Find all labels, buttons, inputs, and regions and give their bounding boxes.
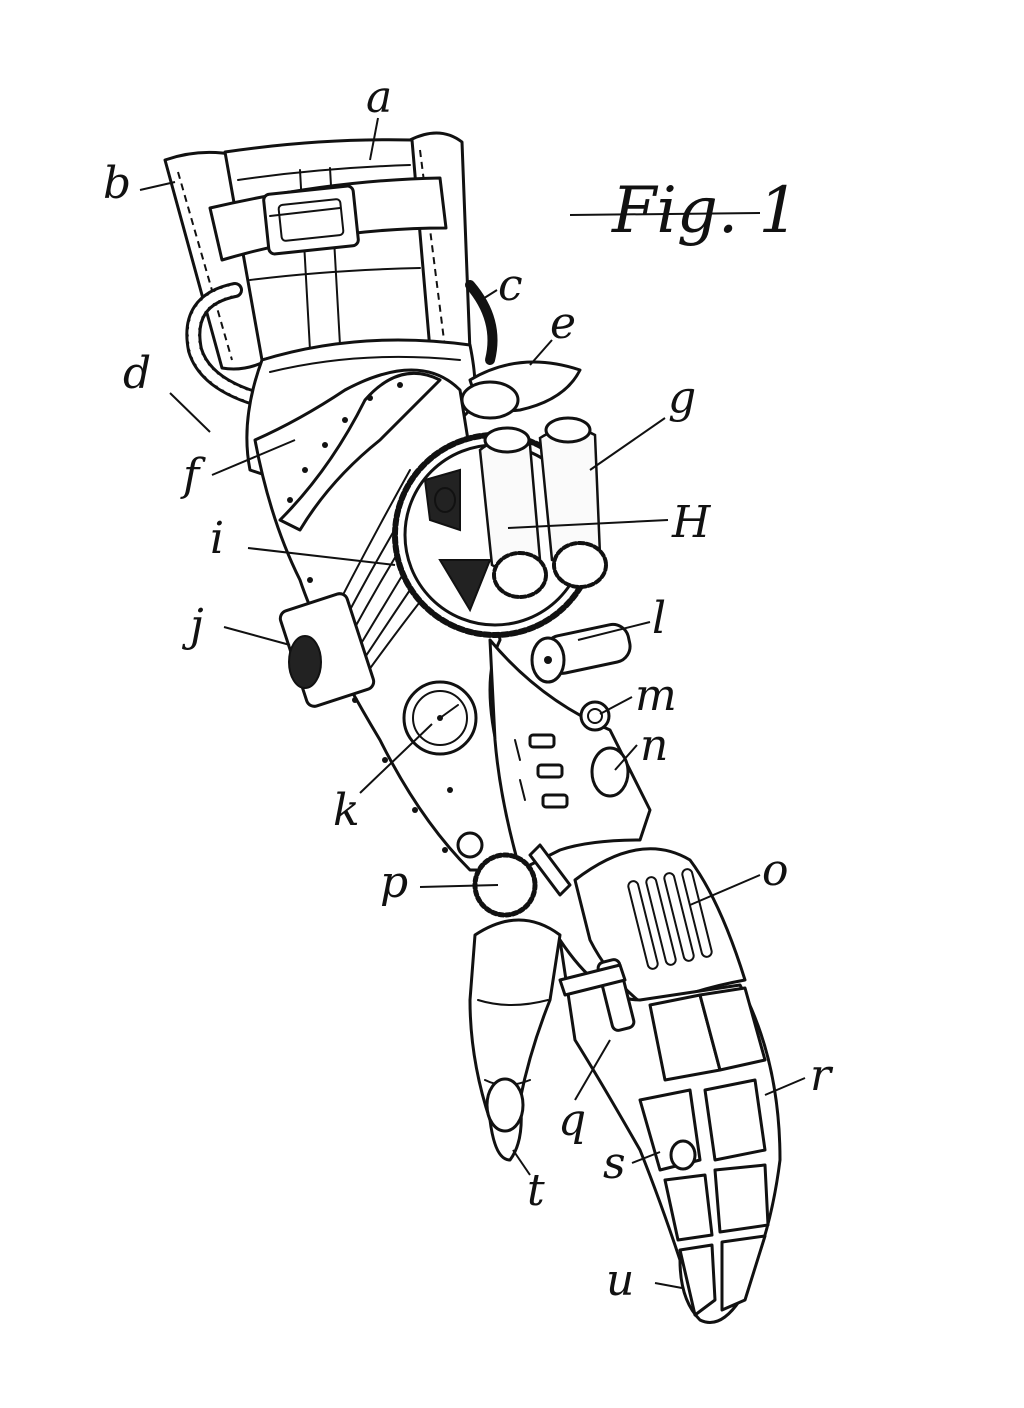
finger-segment-5 (663, 1173, 714, 1242)
label-a: a (366, 72, 392, 123)
figure-title: Fig. 1 (611, 174, 799, 248)
button-m (579, 700, 611, 732)
mechanical-arm-illustration (163, 131, 782, 1324)
valve-body (460, 380, 520, 420)
label-r: r (810, 1050, 834, 1101)
label-u: u (606, 1255, 634, 1306)
label-l: l (652, 593, 666, 644)
knob-icon (288, 635, 322, 689)
label-t: t (527, 1165, 545, 1216)
finger-segment-2 (698, 986, 767, 1072)
label-c: c (498, 260, 523, 311)
finger-segment-4 (703, 1078, 767, 1162)
buckle (262, 184, 360, 256)
label-g: g (668, 372, 696, 423)
outer-band (278, 371, 442, 532)
switches (514, 733, 569, 809)
cylinders (478, 416, 608, 599)
window-n (590, 746, 630, 798)
label-b: b (103, 158, 131, 209)
fingertip-2 (720, 1234, 767, 1312)
label-H: H (671, 497, 712, 548)
figure-title-underline (569, 212, 761, 216)
label-k: k (333, 785, 360, 836)
label-d: d (123, 348, 151, 399)
label-n: n (640, 720, 668, 771)
fingertip-1 (678, 1243, 717, 1317)
leader-lines (139, 117, 806, 1289)
label-o: o (762, 845, 789, 896)
knuckle-joint (669, 1139, 697, 1171)
label-j: j (181, 600, 204, 651)
label-p: p (380, 857, 408, 908)
label-i: i (210, 513, 224, 564)
label-f: f (180, 450, 206, 501)
label-s: s (603, 1138, 626, 1189)
finger-segment-6 (713, 1163, 770, 1234)
label-m: m (635, 670, 677, 721)
control-panel (488, 638, 652, 872)
reference-labels: a b c d e f g H i j l m n k o p q r s t … (103, 72, 834, 1306)
vents (627, 868, 713, 970)
label-e: e (550, 298, 576, 349)
label-q: q (558, 1095, 586, 1146)
